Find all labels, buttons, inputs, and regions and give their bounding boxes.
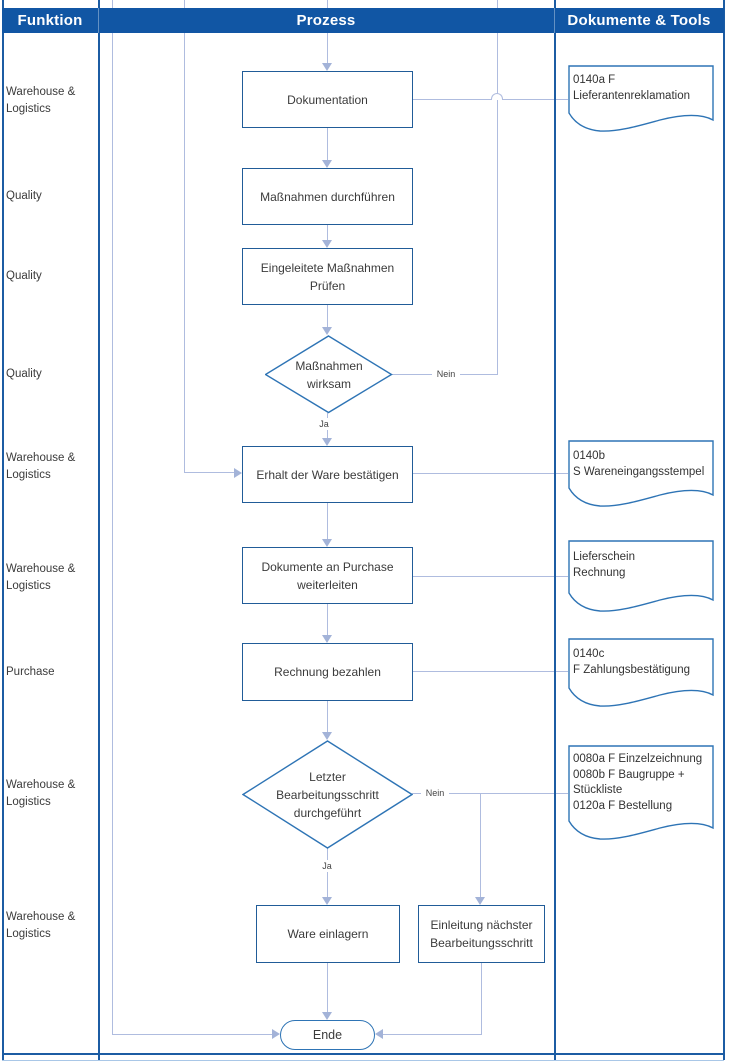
arrowhead-into-einleitung xyxy=(475,897,485,905)
connector-weiterleiten-doc xyxy=(413,576,568,577)
document-label: Lieferschein Rechnung xyxy=(573,551,636,579)
document-label: 0140b S Wareneingangsstempel xyxy=(573,450,705,478)
document-shape xyxy=(568,638,714,707)
function-label: Purchase xyxy=(6,666,55,678)
bottom-border-outer xyxy=(2,1060,724,1061)
funktion-lane-border xyxy=(98,0,100,1060)
function-label: Quality xyxy=(6,368,42,380)
branch-label-ja-2: Ja xyxy=(317,860,337,872)
document-shape xyxy=(568,745,714,840)
document-shape xyxy=(568,65,714,132)
arrowhead-into-diamond2 xyxy=(322,732,332,740)
decision-massnahmen-wirksam-shape xyxy=(265,335,393,414)
header-row: Funktion Prozess Dokumente & Tools xyxy=(2,8,724,33)
connector-einleitung-ende-h xyxy=(383,1034,481,1035)
document-shape xyxy=(568,540,714,612)
process-box-dokumentation: Dokumentation xyxy=(242,71,413,128)
function-label: Warehouse & Logistics xyxy=(6,779,76,808)
connector-massnahmen-pruefen xyxy=(327,225,328,240)
header-separator xyxy=(554,8,555,33)
process-box-massnahmen-pruefen: Eingeleitete Maßnahmen Prüfen xyxy=(242,248,413,305)
connector-return-to-ende xyxy=(112,0,113,1035)
connector-return-to-erhalt xyxy=(184,0,185,473)
arrowhead-into-ende-top xyxy=(322,1012,332,1020)
function-label: Warehouse & Logistics xyxy=(6,86,76,115)
arrowhead-into-dokumentation xyxy=(322,63,332,71)
header-prozess: Prozess xyxy=(296,12,356,29)
arrowhead-into-ende-left xyxy=(272,1029,280,1039)
branch-label-ja-1: Ja xyxy=(314,418,334,430)
process-box-ware-einlagern: Ware einlagern xyxy=(256,905,400,963)
document-shape xyxy=(568,440,714,507)
connector-erhalt-weiterleiten xyxy=(327,503,328,539)
arrowhead-into-rechnung xyxy=(322,635,332,643)
document-label: 0080a F Einzelzeichnung 0080b F Baugrupp… xyxy=(573,753,703,812)
decision-letzter-schritt-label: Letzter Bearbeitungsschritt durchgeführt xyxy=(276,769,379,820)
function-label: Warehouse & Logistics xyxy=(6,563,76,592)
page-left-border xyxy=(2,0,4,1060)
document-label: 0140c F Zahlungsbestätigung xyxy=(573,648,690,676)
function-label: Warehouse & Logistics xyxy=(6,911,76,940)
arrowhead-into-ende-right xyxy=(375,1029,383,1039)
process-box-einleitung-naechster: Einleitung nächster Bearbeitungsschritt xyxy=(418,905,545,963)
arrowhead-into-erhalt-left xyxy=(234,468,242,478)
header-funktion: Funktion xyxy=(17,12,83,29)
process-box-dokumente-weiterleiten: Dokumente an Purchase weiterleiten xyxy=(242,547,413,604)
process-box-massnahmen-durchfuehren: Maßnahmen durchführen xyxy=(242,168,413,225)
process-box-erhalt-bestaetigen: Erhalt der Ware bestätigen xyxy=(242,446,413,503)
function-label: Quality xyxy=(6,190,42,202)
line-hop xyxy=(491,93,503,100)
connector-return-to-ende-h xyxy=(112,1034,272,1035)
connector-rechnung-diamond2 xyxy=(327,701,328,732)
connector-rechnung-doc xyxy=(413,671,568,672)
connector-pruefen-diamond xyxy=(327,305,328,327)
connector-dok-massnahmen xyxy=(327,128,328,160)
prozess-lane-border xyxy=(554,0,556,1060)
branch-label-nein-1: Nein xyxy=(432,368,460,380)
decision-letzter-schritt-shape xyxy=(242,740,413,849)
connector-einleitung-ende-v xyxy=(481,963,482,1035)
connector-weiterleiten-rechnung xyxy=(327,604,328,635)
header-dokumente: Dokumente & Tools xyxy=(567,12,711,29)
arrowhead-into-diamond1 xyxy=(322,327,332,335)
arrowhead-into-massnahmen xyxy=(322,160,332,168)
process-box-rechnung-bezahlen: Rechnung bezahlen xyxy=(242,643,413,701)
connector-nein2-einleitung xyxy=(480,793,481,897)
function-label: Quality xyxy=(6,270,42,282)
arrowhead-into-ware xyxy=(322,897,332,905)
branch-label-nein-2: Nein xyxy=(421,787,449,799)
bottom-border xyxy=(2,1053,724,1055)
connector-ware-ende xyxy=(327,963,328,1012)
connector-ja2 xyxy=(327,848,328,897)
connector-dokumentation-doc xyxy=(413,99,568,100)
page-right-border xyxy=(723,0,725,1060)
terminator-ende: Ende xyxy=(280,1020,375,1050)
header-separator xyxy=(98,8,99,33)
connector-nein2-h xyxy=(412,793,568,794)
connector-nein-loop-up xyxy=(497,0,498,375)
decision-massnahmen-wirksam-label: Maßnahmen wirksam xyxy=(295,358,363,391)
arrowhead-into-erhalt-top xyxy=(322,438,332,446)
function-label: Warehouse & Logistics xyxy=(6,452,76,481)
connector-return-to-erhalt-h xyxy=(184,472,234,473)
document-label: 0140a F Lieferantenreklamation xyxy=(573,74,690,102)
arrowhead-into-weiterleiten xyxy=(322,539,332,547)
connector-erhalt-doc xyxy=(413,473,568,474)
arrowhead-into-pruefen xyxy=(322,240,332,248)
